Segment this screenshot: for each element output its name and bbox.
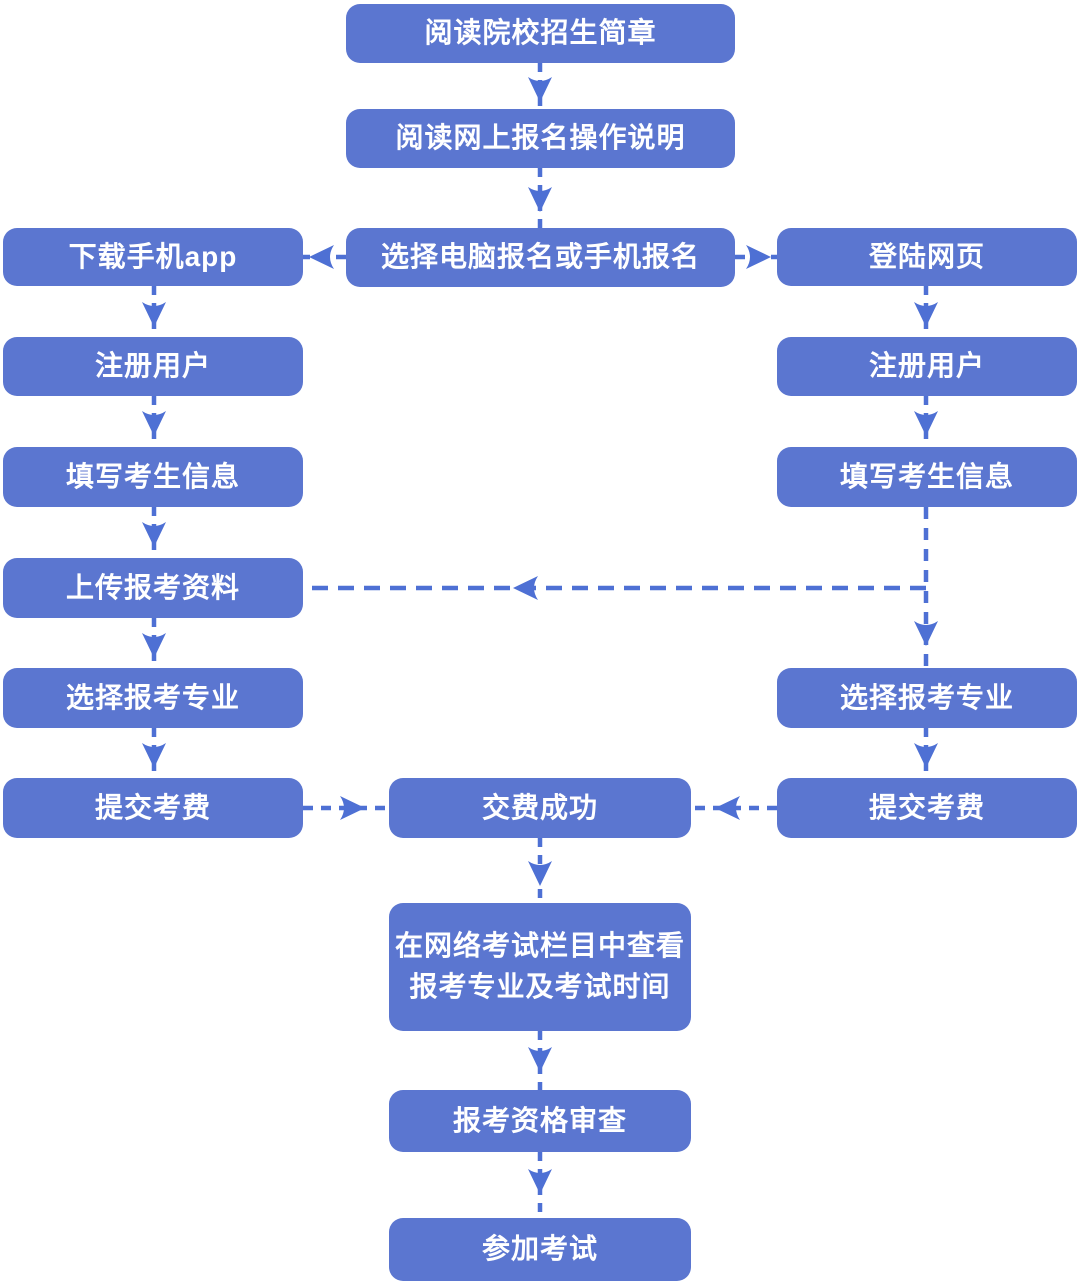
arrow-upload-to-choosemajor-left [142, 618, 166, 668]
arrow-payfee-right-to-success [691, 796, 777, 820]
arrow-fillinfo-right-to-upload-materials [303, 576, 926, 600]
node-register-right: 注册用户 [777, 337, 1077, 396]
check-exam-line2: 报考专业及考试时间 [409, 971, 671, 1002]
node-login-web: 登陆网页 [777, 228, 1077, 286]
node-fill-info-right: 填写考生信息 [777, 447, 1077, 507]
arrow-checkexam-to-review [528, 1031, 552, 1090]
node-choose-method: 选择电脑报名或手机报名 [346, 228, 735, 287]
node-check-exam-info: 在网络考试栏目中查看 报考专业及考试时间 [389, 903, 691, 1031]
arrow-choose-to-login-web [735, 245, 777, 269]
node-choose-major-right: 选择报考专业 [777, 668, 1077, 728]
arrow-success-to-checkexam [528, 838, 552, 903]
arrow-download-to-register-left [142, 286, 166, 337]
arrow-register-to-fillinfo-right [914, 396, 938, 447]
arrow-payfee-left-to-success [303, 796, 389, 820]
arrow-review-to-exam [528, 1152, 552, 1218]
node-upload-materials: 上传报考资料 [3, 558, 303, 618]
arrow-fillinfo-to-choosemajor-right [914, 507, 938, 668]
node-pay-fee-right: 提交考费 [777, 778, 1077, 838]
arrow-instructions-to-choose [528, 168, 552, 228]
node-qualification-review: 报考资格审查 [389, 1090, 691, 1152]
node-download-app: 下载手机app [3, 228, 303, 286]
node-read-brochure: 阅读院校招生简章 [346, 4, 735, 63]
node-payment-success: 交费成功 [389, 778, 691, 838]
arrow-choosemajor-to-payfee-right [914, 728, 938, 778]
arrow-choosemajor-to-payfee-left [142, 728, 166, 778]
node-read-instructions: 阅读网上报名操作说明 [346, 109, 735, 168]
node-fill-info-left: 填写考生信息 [3, 447, 303, 507]
node-register-left: 注册用户 [3, 337, 303, 396]
node-take-exam: 参加考试 [389, 1218, 691, 1281]
node-choose-major-left: 选择报考专业 [3, 668, 303, 728]
arrow-login-to-register-right [914, 286, 938, 337]
node-pay-fee-left: 提交考费 [3, 778, 303, 838]
check-exam-line1: 在网络考试栏目中查看 [394, 930, 685, 962]
arrow-fillinfo-to-upload-left [142, 507, 166, 558]
arrow-register-to-fillinfo-left [142, 396, 166, 447]
arrow-choose-to-download-app [303, 245, 346, 269]
arrow-brochure-to-instructions [528, 63, 552, 109]
